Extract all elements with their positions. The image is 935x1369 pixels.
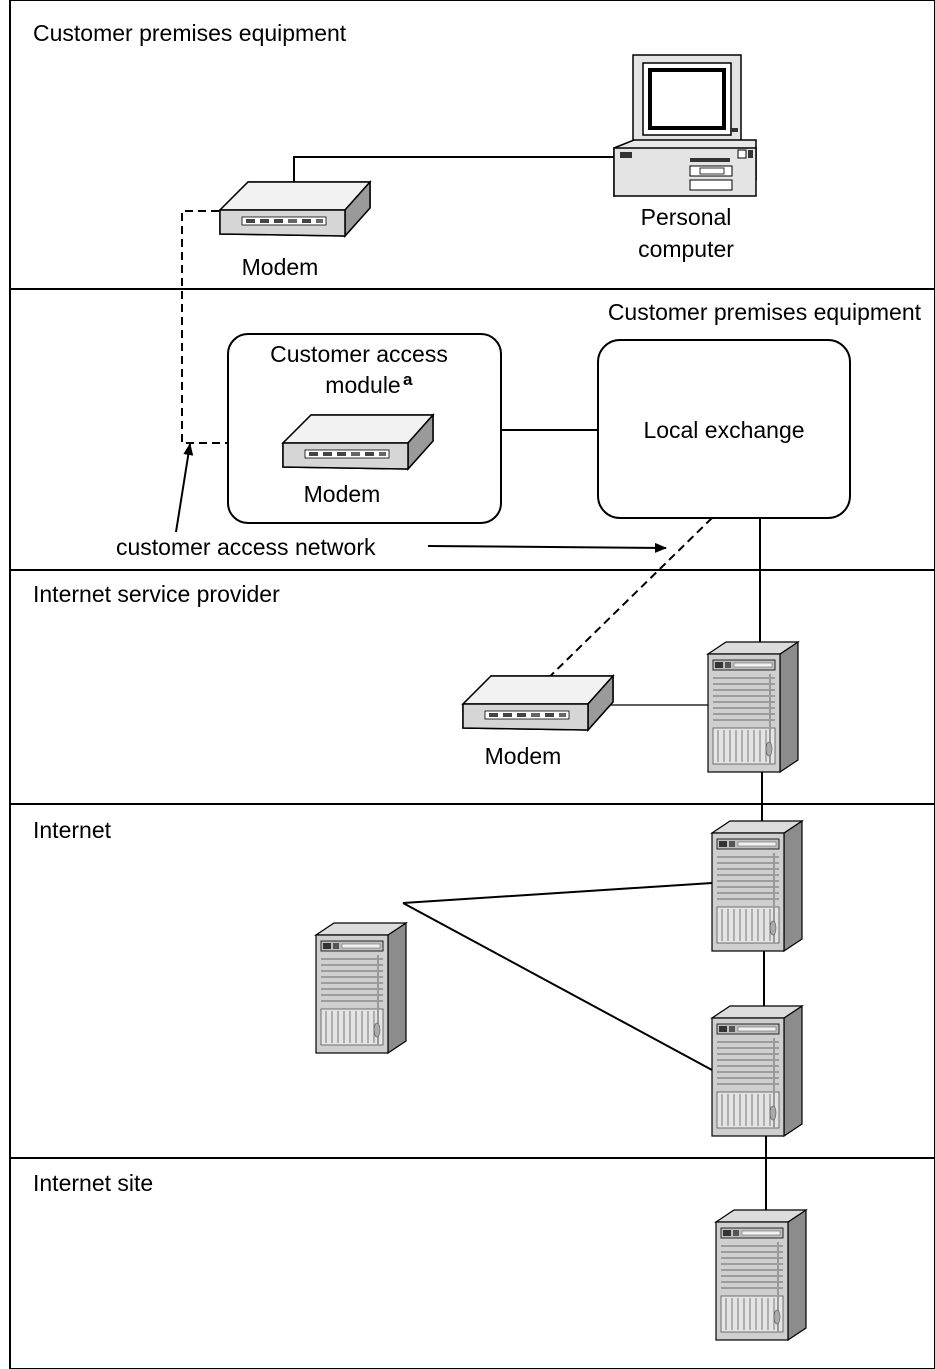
section-title-exchange: Customer premises equipment [608, 299, 922, 325]
modem-label-cam: Modem [304, 481, 381, 507]
customer-access-network-label: customer access network [116, 534, 376, 560]
server-icon [315, 922, 407, 1054]
section-title-internet: Internet [33, 817, 112, 843]
pc-label-line1: Personal [641, 204, 732, 230]
modem-icon [282, 414, 434, 470]
server-icon [711, 820, 803, 952]
modem-icon [462, 675, 614, 731]
server-icon [711, 1005, 803, 1137]
modem-label-cpe: Modem [242, 254, 319, 280]
section-frames [9, 0, 935, 1369]
cam-label-line1: Customer access [270, 341, 448, 367]
pc-label-line2: computer [638, 236, 734, 262]
cam-superscript: a [403, 370, 413, 389]
section-title-cpe: Customer premises equipment [33, 20, 347, 46]
modem-label-isp: Modem [485, 743, 562, 769]
section-title-site: Internet site [33, 1170, 153, 1196]
section-title-isp: Internet service provider [33, 581, 280, 607]
local-exchange-box [597, 339, 851, 519]
customer-access-network-arrows [175, 443, 667, 553]
cam-label-line2: module [325, 372, 400, 398]
personal-computer-icon [613, 54, 757, 197]
server-icon [707, 641, 799, 773]
server-icon [715, 1209, 807, 1341]
modem-icon [219, 181, 371, 237]
local-exchange-label: Local exchange [643, 417, 804, 443]
